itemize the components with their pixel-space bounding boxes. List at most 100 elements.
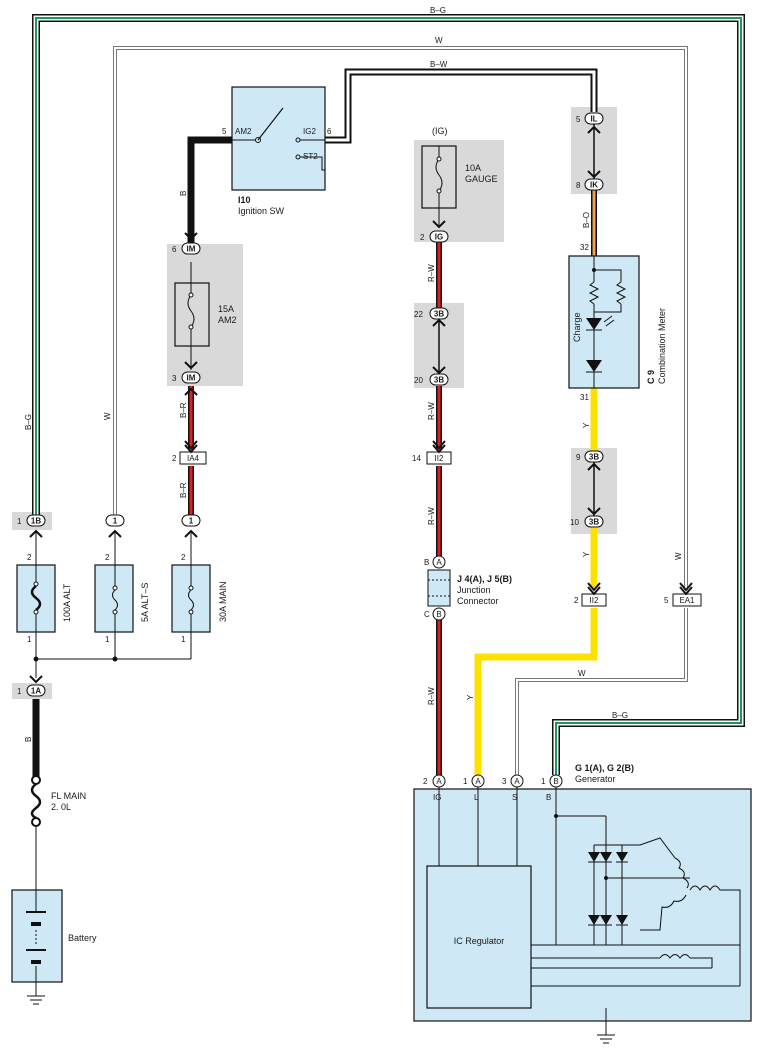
gen-pin-s: A 3 S	[502, 774, 524, 802]
svg-text:6: 6	[172, 245, 177, 254]
svg-text:B: B	[553, 777, 558, 786]
junction-title: J 4(A), J 5(B)	[457, 574, 512, 584]
meter-lamp: Charge	[572, 312, 582, 342]
svg-text:1: 1	[17, 517, 22, 526]
svg-text:1: 1	[113, 517, 118, 526]
fuse-gauge: (IG) 10A GAUGE	[421, 126, 498, 228]
meter-name: Combination Meter	[657, 308, 667, 384]
svg-text:2: 2	[105, 553, 110, 562]
connector-ig: IG 2	[420, 230, 449, 243]
svg-text:3: 3	[172, 374, 177, 383]
fuse-30a-main: 2 1 30A MAIN	[171, 553, 228, 644]
connector-3b-22: 3B 22	[414, 307, 449, 320]
ign-st2-label: ST2	[303, 152, 318, 161]
svg-text:8: 8	[576, 181, 581, 190]
gen-pin-ig: A 2 IG	[423, 774, 446, 802]
label-b-o: B–O	[582, 212, 591, 228]
generator-name: Generator	[575, 774, 616, 784]
ign-am2-pin-num: 5	[222, 127, 227, 136]
ign-name: Ignition SW	[238, 206, 285, 216]
svg-text:9: 9	[576, 453, 581, 462]
label-r-w-3: R–W	[427, 507, 436, 525]
svg-text:2: 2	[574, 596, 579, 605]
svg-text:FL MAIN: FL MAIN	[51, 791, 86, 801]
combination-meter: 32 31 Charge C 9 Combination Meter	[568, 243, 667, 402]
svg-text:5: 5	[664, 596, 669, 605]
label-r-w-1: R–W	[427, 264, 436, 282]
svg-text:II2: II2	[435, 454, 444, 463]
svg-text:IG: IG	[435, 233, 443, 242]
svg-text:1B: 1B	[31, 517, 41, 526]
label-y-3: Y	[466, 694, 475, 700]
svg-text:S: S	[512, 793, 517, 802]
svg-text:B: B	[436, 610, 441, 619]
connector-1-alts: 1	[105, 514, 125, 527]
connector-ii2-b: II2 2	[574, 593, 607, 607]
svg-text:1: 1	[189, 517, 194, 526]
label-y-1: Y	[582, 422, 591, 428]
ign-am2-label: AM2	[235, 127, 252, 136]
svg-text:3B: 3B	[434, 376, 444, 385]
wire-b-g	[32, 14, 745, 775]
svg-text:IA4: IA4	[187, 454, 200, 463]
label-b-batt: B	[24, 737, 33, 742]
svg-text:1: 1	[27, 635, 32, 644]
svg-text:3B: 3B	[434, 310, 444, 319]
ign-id: I10	[238, 195, 251, 205]
svg-text:1: 1	[181, 635, 186, 644]
svg-text:1A: 1A	[31, 687, 41, 696]
wire-y	[474, 388, 598, 775]
svg-text:L: L	[474, 793, 479, 802]
svg-text:2. 0L: 2. 0L	[51, 802, 71, 812]
svg-text:IM: IM	[187, 245, 196, 254]
battery: Battery	[11, 889, 97, 1005]
label-w-left: W	[103, 412, 112, 420]
connector-1a: 1A 1	[17, 684, 46, 697]
gen-pin-b: B 1 B	[541, 774, 563, 802]
ign-ig2-label: IG2	[303, 127, 316, 136]
svg-text:A: A	[436, 558, 442, 567]
ign-ig2-pin-num: 6	[327, 127, 332, 136]
svg-text:IG: IG	[433, 793, 441, 802]
meter-pin-31: 31	[580, 393, 589, 402]
label-w-top: W	[435, 36, 443, 45]
svg-text:A: A	[436, 777, 442, 786]
svg-text:5A ALT–S: 5A ALT–S	[140, 583, 150, 622]
generator-title: G 1(A), G 2(B)	[575, 763, 634, 773]
junction-connector: A B B C J 4(A), J 5(B) Junction Connecto…	[424, 555, 512, 621]
fuse-am2: 15A AM2	[174, 262, 237, 370]
svg-text:B: B	[546, 793, 551, 802]
wire-b-w	[325, 68, 598, 144]
gauge-rating: 10A	[465, 163, 481, 173]
label-r-w-2: R–W	[427, 402, 436, 420]
svg-text:IK: IK	[590, 181, 598, 190]
svg-text:IL: IL	[590, 115, 597, 124]
svg-text:1: 1	[105, 635, 110, 644]
svg-text:IM: IM	[187, 374, 196, 383]
connector-ia4: IA4 2	[172, 451, 207, 465]
wire-w	[113, 46, 688, 775]
connector-im-top: IM 6	[172, 242, 201, 255]
svg-text:3: 3	[502, 777, 507, 786]
svg-text:Battery: Battery	[68, 933, 97, 943]
svg-text:100A ALT: 100A ALT	[62, 583, 72, 622]
gauge-name: GAUGE	[465, 174, 498, 184]
label-y-2: Y	[582, 551, 591, 557]
svg-text:2: 2	[423, 777, 428, 786]
svg-text:B: B	[424, 558, 429, 567]
svg-text:2: 2	[172, 454, 177, 463]
svg-text:20: 20	[414, 376, 423, 385]
label-b: B	[179, 191, 188, 196]
label-b-r-1: B–R	[179, 402, 188, 418]
label-b-r-2: B–R	[179, 482, 188, 498]
svg-text:C: C	[424, 610, 430, 619]
junction-line2: Connector	[457, 596, 499, 606]
junction-line1: Junction	[457, 585, 491, 595]
label-w-gen: W	[578, 669, 586, 678]
connector-1-main: 1	[181, 514, 201, 527]
connector-ii2-a: II2 14	[412, 451, 452, 465]
label-b-g-top: B–G	[430, 6, 446, 15]
svg-text:2: 2	[27, 553, 32, 562]
am2-fuse-block	[167, 244, 243, 386]
